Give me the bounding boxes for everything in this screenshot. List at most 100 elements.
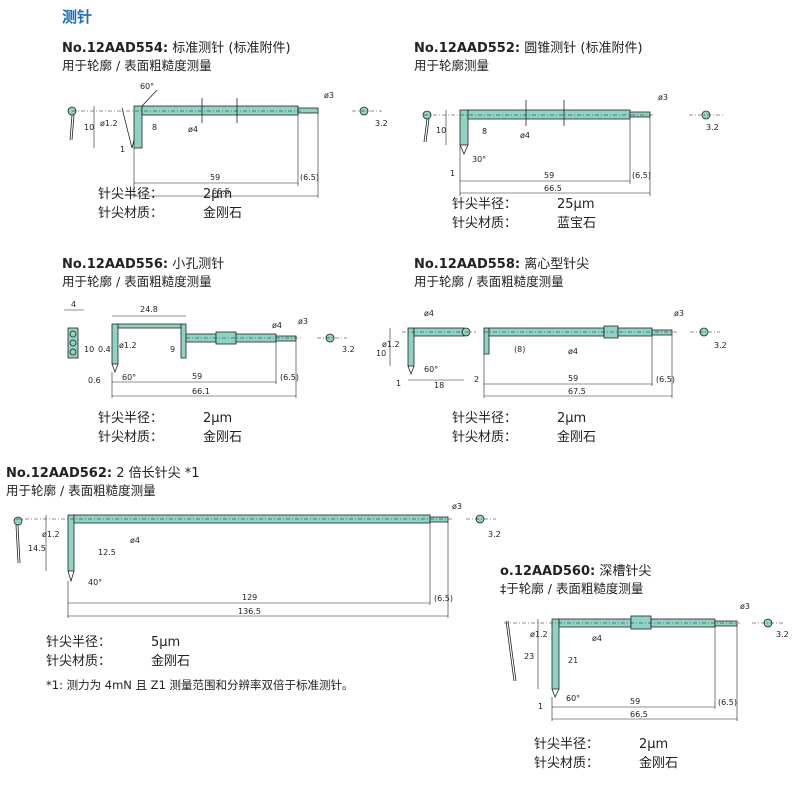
spec-material: 针尖材质： 金刚石 bbox=[452, 428, 596, 447]
stylus-name: 小孔测针 bbox=[172, 257, 225, 272]
stylus-name: 深槽针尖 bbox=[599, 564, 652, 579]
spec-radius-label: 针尖半径： bbox=[534, 737, 600, 752]
dim-gap: 2 bbox=[474, 375, 479, 384]
dim-rise: 12.5 bbox=[98, 548, 116, 557]
dim-length: 59 bbox=[544, 171, 554, 180]
dim-shaft-diameter: ø4 bbox=[130, 536, 140, 545]
spec-material-value: 金刚石 bbox=[203, 206, 243, 221]
dim-ball: 3.2 bbox=[342, 345, 355, 354]
dim-tip-offset: 1 bbox=[450, 169, 455, 178]
dim-length: 59 bbox=[630, 697, 640, 706]
spec-radius-label: 针尖半径： bbox=[98, 411, 164, 426]
stylus-name: 离心型针尖 bbox=[524, 257, 590, 272]
dim-height: 23 bbox=[524, 652, 534, 661]
spec-material: 针尖材质： 金刚石 bbox=[98, 204, 242, 223]
stylus-title: No.12AAD552: 圆锥测针 (标准附件) bbox=[414, 40, 794, 57]
dim-tail: (6.5) bbox=[280, 373, 299, 382]
stylus-title: No.12AAD562: 2 倍长针尖 *1 bbox=[6, 465, 506, 482]
spec-material-value: 金刚石 bbox=[557, 430, 597, 445]
dim-shaft-diameter: ø4 bbox=[520, 131, 530, 140]
dim-rise: 8 bbox=[482, 127, 487, 136]
dim-ball: 3.2 bbox=[706, 123, 719, 132]
stylus-specs: 针尖半径：2μm 针尖材质：金刚石 bbox=[98, 409, 242, 447]
spec-radius-value: 2μm bbox=[203, 187, 233, 202]
spec-material-label: 针尖材质： bbox=[534, 756, 600, 771]
spec-radius-label: 针尖半径： bbox=[452, 411, 518, 426]
spec-radius: 针尖半径：2μm bbox=[452, 409, 596, 428]
dim-drop: 9 bbox=[170, 345, 175, 354]
dim-tip-diameter: ø1.2 bbox=[382, 340, 400, 349]
dim-end-diameter: ø3 bbox=[658, 93, 668, 102]
stylus-usage: 用于轮廓测量 bbox=[414, 58, 490, 73]
dim-angle: 40° bbox=[88, 578, 102, 587]
dim-tail: (6.5) bbox=[632, 171, 651, 180]
spec-radius: 针尖半径： 2μm bbox=[98, 185, 242, 204]
dim-end-diameter: ø3 bbox=[452, 502, 462, 511]
dim-height: 14.5 bbox=[28, 544, 46, 553]
dim-length: 59 bbox=[192, 372, 202, 381]
stylus-drawing-552: 30° 10 8 ø4 ø3 3.2 1 59 (6.5) 66.5 bbox=[422, 93, 724, 196]
spec-radius-label: 针尖半径： bbox=[98, 187, 164, 202]
stylus-name: 标准测针 (标准附件) bbox=[172, 41, 291, 56]
stylus-drawing-560: ø1.2 ø4 23 21 ø3 3.2 1 60° 59 (6.5) 66.5 bbox=[504, 602, 789, 721]
dim-head-diameter: ø4 bbox=[424, 309, 434, 318]
spec-material-value: 金刚石 bbox=[203, 430, 243, 445]
spec-material-value: 金刚石 bbox=[639, 756, 679, 771]
dim-end-diameter: ø3 bbox=[740, 602, 750, 611]
spec-material: 针尖材质： 金刚石 bbox=[534, 754, 678, 773]
dim-length: 129 bbox=[242, 593, 257, 602]
stylus-block-558: No.12AAD558: 离心型针尖 用于轮廓 / 表面粗糙度测量 ø1.2 ø… bbox=[372, 256, 792, 456]
stylus-block-554: No.12AAD554: 标准测针 (标准附件) 用于轮廓 / 表面粗糙度测量 … bbox=[62, 40, 402, 240]
stylus-block-560: o.12AAD560: 深槽针尖 ‡于轮廓 / 表面粗糙度测量 ø1.2 ø4 … bbox=[500, 563, 796, 795]
stylus-usage: 用于轮廓 / 表面粗糙度测量 bbox=[62, 274, 212, 289]
stylus-block-556: No.12AAD556: 小孔测针 用于轮廓 / 表面粗糙度测量 4 24.8 … bbox=[62, 256, 402, 456]
spec-material-label: 针尖材质： bbox=[98, 206, 164, 221]
dim-shaft-diameter: ø4 bbox=[188, 125, 198, 134]
stylus-block-562: No.12AAD562: 2 倍长针尖 *1 用于轮廓 / 表面粗糙度测量 14… bbox=[6, 465, 506, 675]
dim-total: 66.1 bbox=[192, 387, 210, 396]
dim-end-diameter: ø3 bbox=[674, 309, 684, 318]
dim-rise: 8 bbox=[152, 123, 157, 132]
stylus-usage: 用于轮廓 / 表面粗糙度测量 bbox=[6, 483, 156, 498]
dim-total: 66.5 bbox=[212, 187, 230, 196]
dim-shaft-diameter: ø4 bbox=[568, 347, 578, 356]
dim-tip-diameter: ø1.2 bbox=[100, 119, 118, 128]
spec-radius-value: 25μm bbox=[557, 197, 595, 212]
dim-shaft-diameter: ø4 bbox=[592, 634, 602, 643]
spec-material-value: 金刚石 bbox=[151, 654, 191, 669]
spec-material-label: 针尖材质： bbox=[452, 216, 518, 231]
model-number: No.12AAD552: bbox=[414, 41, 521, 56]
spec-material: 针尖材质：金刚石 bbox=[46, 652, 190, 671]
stylus-specs: 针尖半径：2μm 针尖材质： 金刚石 bbox=[452, 409, 596, 447]
stylus-title: No.12AAD558: 离心型针尖 bbox=[414, 256, 792, 273]
stylus-title: o.12AAD560: 深槽针尖 bbox=[500, 563, 796, 580]
dim-tip-diameter: ø1.2 bbox=[119, 341, 137, 350]
dim-tip-offset: 1 bbox=[120, 145, 125, 154]
dim-length: 59 bbox=[568, 374, 578, 383]
dim-angle: 60° bbox=[140, 82, 154, 91]
model-number: No.12AAD556: bbox=[62, 257, 169, 272]
dim-height: 10 bbox=[436, 126, 446, 135]
spec-radius: 针尖半径：25μm bbox=[452, 195, 596, 214]
stylus-name: 2 倍长针尖 *1 bbox=[116, 466, 200, 481]
spec-radius: 针尖半径：2μm bbox=[98, 409, 242, 428]
dim-tip-offset: 0.6 bbox=[88, 376, 101, 385]
stylus-block-552: No.12AAD552: 圆锥测针 (标准附件) 用于轮廓测量 30° 10 8… bbox=[414, 40, 794, 240]
dim-tail: (6.5) bbox=[300, 173, 319, 182]
dim-tail: (6.5) bbox=[434, 594, 453, 603]
stylus-name: 圆锥测针 (标准附件) bbox=[524, 41, 643, 56]
spec-radius-label: 针尖半径： bbox=[46, 635, 112, 650]
spec-radius-value: 5μm bbox=[151, 635, 181, 650]
spec-material-value: 蓝宝石 bbox=[557, 216, 597, 231]
stylus-specs: 针尖半径： 5μm 针尖材质：金刚石 bbox=[46, 633, 190, 671]
dim-ball: 3.2 bbox=[375, 119, 388, 128]
dim-top: 4 bbox=[71, 300, 76, 309]
stylus-title: No.12AAD556: 小孔测针 bbox=[62, 256, 402, 273]
dim-h1: 10 bbox=[84, 345, 94, 354]
dim-angle: 30° bbox=[472, 155, 486, 164]
page-heading: 测针 bbox=[62, 8, 93, 26]
stylus-title: No.12AAD554: 标准测针 (标准附件) bbox=[62, 40, 402, 57]
stylus-specs: 针尖半径：2μm 针尖材质：金刚石 bbox=[534, 735, 678, 773]
dim-tip-offset: 1 bbox=[396, 379, 401, 388]
spec-material-label: 针尖材质： bbox=[452, 430, 518, 445]
